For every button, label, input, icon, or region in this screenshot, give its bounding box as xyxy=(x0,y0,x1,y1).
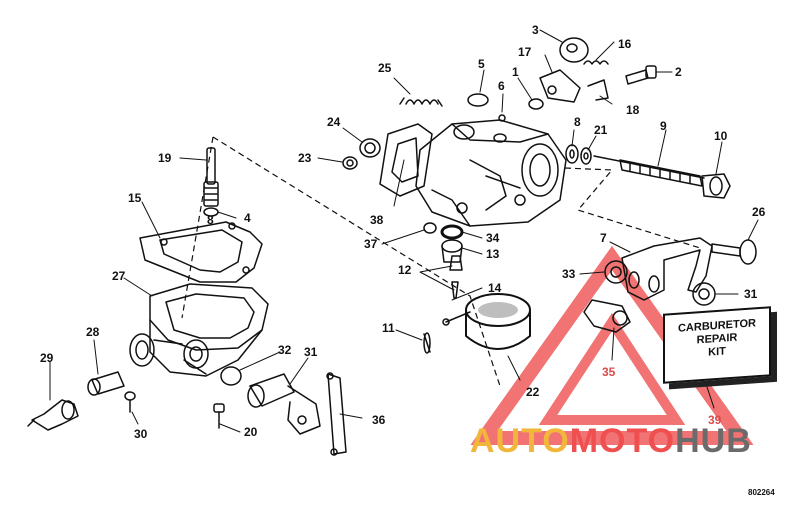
callout-3: 3 xyxy=(532,23,539,37)
lever-17 xyxy=(539,69,581,103)
link-rod-36 xyxy=(326,372,347,456)
callout-27: 27 xyxy=(112,269,126,283)
float-hinge-pin xyxy=(442,311,471,326)
clip-18 xyxy=(587,79,609,101)
callout-34: 34 xyxy=(486,231,500,245)
callout-8-lower: 8 xyxy=(207,213,214,227)
watermark-part-hub: HUB xyxy=(675,422,752,460)
washer-21 xyxy=(580,147,592,165)
bracket-7 xyxy=(621,237,713,301)
screw-26 xyxy=(711,239,757,265)
washer-8 xyxy=(565,144,579,164)
carburetor-body xyxy=(415,119,567,227)
spring-16 xyxy=(583,60,609,65)
callout-13: 13 xyxy=(486,247,500,261)
callout-21: 21 xyxy=(594,123,608,137)
fitting-29 xyxy=(27,399,79,431)
float-bowl-27 xyxy=(129,283,269,377)
washer-37 xyxy=(423,222,437,234)
callout-24: 24 xyxy=(327,115,341,129)
callout-10: 10 xyxy=(714,129,728,143)
callout-17: 17 xyxy=(518,45,532,59)
callout-36: 36 xyxy=(372,413,386,427)
callout-19: 19 xyxy=(158,151,172,165)
cam-3 xyxy=(559,37,589,63)
link-35 xyxy=(583,299,631,333)
watermark-part-auto: AUTO xyxy=(470,422,570,460)
plug-5 xyxy=(467,93,489,107)
seat-13 xyxy=(441,239,463,263)
callout-7: 7 xyxy=(600,231,607,245)
callout-31-left: 31 xyxy=(304,345,318,359)
watermark-part-moto: MOTO xyxy=(569,422,676,460)
callout-14: 14 xyxy=(488,281,502,295)
callout-5: 5 xyxy=(478,57,485,71)
callout-22: 22 xyxy=(526,385,540,399)
callout-25: 25 xyxy=(378,61,392,75)
gasket-15 xyxy=(139,221,263,283)
grommet-33 xyxy=(604,260,628,284)
callout-38: 38 xyxy=(370,213,384,227)
callout-35: 35 xyxy=(602,365,616,379)
callout-28: 28 xyxy=(86,325,100,339)
needle-valve-9 xyxy=(593,155,705,187)
callout-6: 6 xyxy=(498,79,505,93)
callout-23: 23 xyxy=(298,151,312,165)
ball-6 xyxy=(498,114,506,122)
grommet-31-right xyxy=(692,282,716,306)
callout-1: 1 xyxy=(512,65,519,79)
callout-26: 26 xyxy=(752,205,766,219)
gasket-38 xyxy=(379,123,433,197)
screw-2 xyxy=(625,65,657,85)
spring-25 xyxy=(399,97,443,107)
leader-lines xyxy=(49,29,759,433)
callout-15: 15 xyxy=(128,191,142,205)
callout-9: 9 xyxy=(660,119,667,133)
washer-1 xyxy=(528,98,544,110)
callout-39: 39 xyxy=(708,413,722,427)
callout-30: 30 xyxy=(134,427,148,441)
gasket-34 xyxy=(440,224,464,240)
callout-18: 18 xyxy=(626,103,640,117)
carburetor-repair-kit-box: CARBURETOR REPAIR KIT xyxy=(663,306,771,384)
callout-33: 33 xyxy=(562,267,576,281)
float-22 xyxy=(465,293,531,350)
callout-8-upper: 8 xyxy=(574,115,581,129)
watermark-text: AUTOMOTOHUB xyxy=(470,423,752,459)
callout-2: 2 xyxy=(675,65,682,79)
washer-23 xyxy=(342,156,358,170)
figure-code: 802264 xyxy=(748,488,775,497)
callout-16: 16 xyxy=(618,37,632,51)
screw-30 xyxy=(124,391,136,413)
o-ring-32 xyxy=(220,366,242,386)
callout-4: 4 xyxy=(244,211,251,225)
callout-12: 12 xyxy=(398,263,412,277)
screw-20 xyxy=(213,403,225,429)
callout-11: 11 xyxy=(382,321,395,335)
o-ring-24 xyxy=(359,138,381,158)
shaft-31 xyxy=(247,373,321,435)
jet-28 xyxy=(87,371,125,396)
pin-11 xyxy=(423,332,431,354)
kit-box-text: CARBURETOR REPAIR KIT xyxy=(665,316,769,362)
callout-32: 32 xyxy=(278,343,292,357)
callout-20: 20 xyxy=(244,425,258,439)
callout-31-right: 31 xyxy=(744,287,758,301)
callout-29: 29 xyxy=(40,351,54,365)
callout-37: 37 xyxy=(364,237,378,251)
screw-19 xyxy=(203,147,219,207)
knob-10 xyxy=(701,173,731,199)
